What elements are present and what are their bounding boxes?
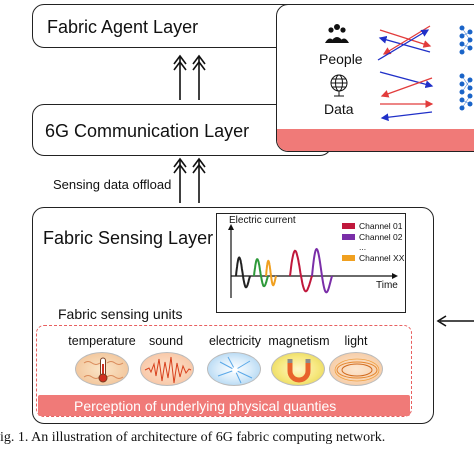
fabric-sensing-layer-title: Fabric Sensing Layer — [43, 228, 214, 248]
chart-panel — [216, 213, 406, 313]
offload-label: Sensing data offload — [53, 177, 172, 192]
unit-label-electricity: electricity — [208, 334, 262, 348]
up-arrow-lower — [173, 157, 206, 203]
figure-caption: ig. 1. An illustration of architecture o… — [0, 430, 386, 445]
fabric-agent-layer-title: Fabric Agent Layer — [47, 17, 199, 37]
unit-label-sound: sound — [148, 334, 184, 348]
magnet-icon — [271, 352, 325, 386]
units-container — [36, 325, 412, 417]
people-label: People — [319, 51, 363, 67]
side-panel — [276, 4, 474, 152]
communication-layer-title: 6G Communication Layer — [45, 121, 250, 141]
unit-label-light: light — [344, 334, 368, 348]
incoming-arrow — [436, 315, 474, 327]
units-banner — [38, 395, 410, 416]
up-arrow-upper — [173, 54, 206, 100]
unit-label-magnetism: magnetism — [268, 334, 330, 348]
electricity-icon — [207, 352, 261, 386]
data-label: Data — [324, 101, 354, 117]
thermometer-icon — [75, 352, 129, 386]
sound-wave-icon — [140, 352, 194, 386]
light-icon — [329, 352, 383, 386]
side-panel-banner — [277, 129, 474, 151]
unit-label-temperature: temperature — [68, 334, 136, 348]
units-title: Fabric sensing units — [58, 306, 183, 322]
units-banner-text: Perception of underlying physical quanti… — [74, 398, 337, 414]
